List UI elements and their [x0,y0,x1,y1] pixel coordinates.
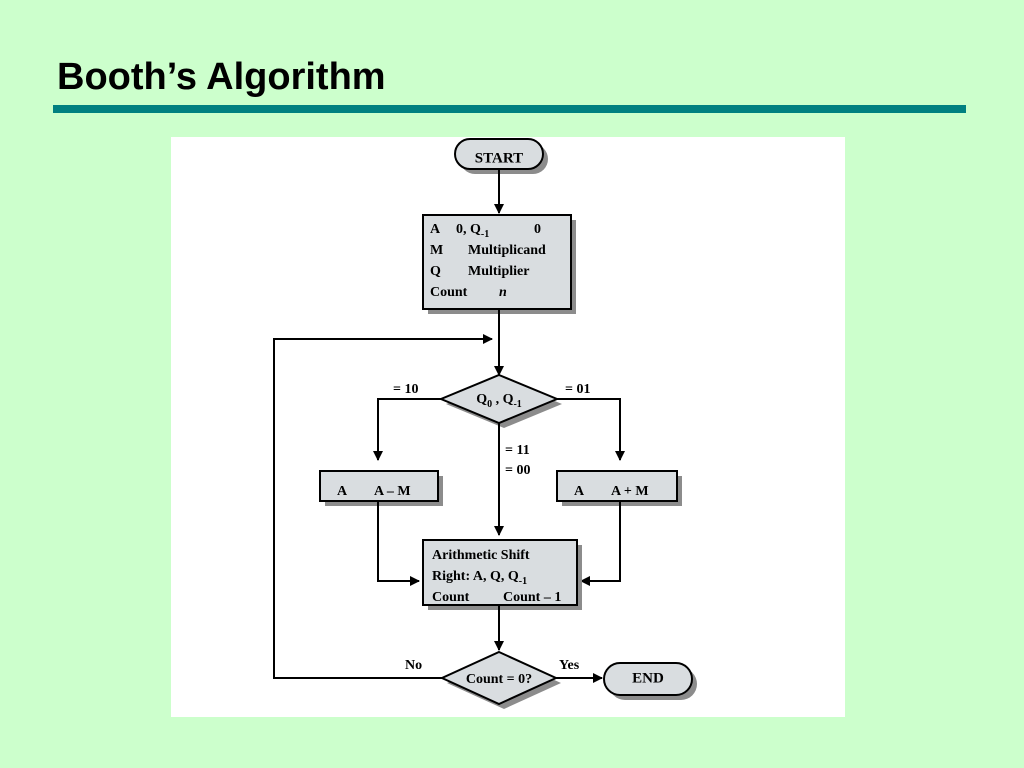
slide-title: Booth’s Algorithm [57,56,386,98]
arrow-add-shift [580,501,621,586]
shift-count-label: Count [432,590,470,605]
init-m-value: Multiplicand [468,243,546,258]
start-label: START [475,150,523,166]
branch-down-label-1: = 11 [505,443,530,458]
branch-right-line [557,398,625,461]
branch-right-label: = 01 [565,382,590,397]
init-m-label: M [430,243,443,258]
init-q-value: 0 [534,222,541,237]
init-a-label: A [430,222,441,237]
title-divider [53,105,966,113]
no-label: No [405,658,422,673]
init-count-label: Count [430,285,468,300]
yes-label: Yes [559,658,580,673]
subtract-box: A A – M [319,470,443,506]
branch-left-label: = 10 [393,382,418,397]
arrow-subtract-shift [377,501,420,586]
init-a-value: 0, Q-1 [456,222,489,240]
subtract-expression: A – M [374,484,411,499]
flowchart-panel: START A 0, Q-1 0 M Multiplicand Q Multip… [171,137,845,717]
branch-down-label-2: = 00 [505,463,530,478]
init-q-multiplier: Multiplier [468,264,529,279]
start-terminal: START [454,138,548,174]
loop-back-line [273,338,492,679]
end-label: END [632,670,664,686]
shift-line-1: Arithmetic Shift [432,548,530,563]
shift-count-value: Count – 1 [503,590,561,605]
subtract-a-label: A [337,484,348,499]
branch-left-line [373,398,441,461]
booth-flowchart: START A 0, Q-1 0 M Multiplicand Q Multip… [273,138,697,709]
add-expression: A + M [611,484,649,499]
init-box: A 0, Q-1 0 M Multiplicand Q Multiplier C… [422,214,576,314]
add-box: A A + M [556,470,682,506]
shift-line-2: Right: A, Q, Q-1 [432,569,527,587]
end-terminal: END [603,662,697,700]
count-decision: Count = 0? [439,650,561,709]
count-decision-label: Count = 0? [466,672,532,687]
init-count-value: n [499,285,507,300]
q-decision-label: Q0 , Q-1 [476,392,522,410]
q-decision: Q0 , Q-1 [438,373,562,428]
shift-box: Arithmetic Shift Right: A, Q, Q-1 Count … [422,539,582,610]
init-q-label: Q [430,264,441,279]
add-a-label: A [574,484,585,499]
